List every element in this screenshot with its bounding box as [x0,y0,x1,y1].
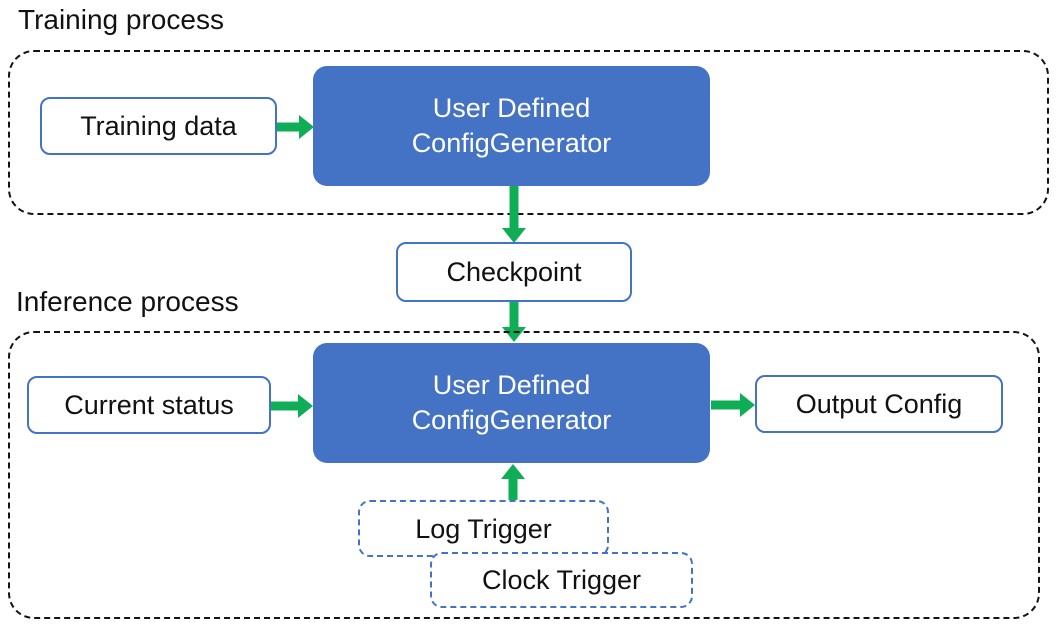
log-trigger-node: Log Trigger [358,500,609,557]
arrow-generator-to-checkpoint [501,186,526,243]
training-data-node: Training data [40,97,277,155]
arrow-head-icon [501,327,526,342]
arrow-shaft [271,401,299,410]
inference-config-generator-line1: User Defined [432,370,591,400]
training-config-generator-line1: User Defined [432,93,591,123]
arrow-head-icon [501,228,526,243]
arrow-generator-to-output-config [711,392,755,417]
arrow-shaft [277,122,300,131]
arrow-shaft [508,478,517,501]
arrow-training-data-to-generator [277,114,314,139]
arrow-shaft [711,400,741,409]
arrow-head-icon [500,464,525,479]
arrow-current-status-to-generator [271,393,313,418]
inference-config-generator-node: User Defined ConfigGenerator [313,343,710,463]
arrow-head-icon [298,393,313,418]
arrow-triggers-to-generator [500,464,525,501]
arrow-shaft [509,186,518,229]
training-config-generator-node: User Defined ConfigGenerator [313,66,710,186]
clock-trigger-node: Clock Trigger [430,552,693,608]
arrow-head-icon [299,114,314,139]
arrow-shaft [509,302,518,328]
current-status-node: Current status [27,376,271,434]
arrow-head-icon [740,392,755,417]
output-config-node: Output Config [755,375,1003,433]
training-process-container [8,50,1049,215]
arrow-checkpoint-to-inference-generator [501,302,526,342]
inference-section-label: Inference process [16,286,239,317]
checkpoint-node: Checkpoint [396,242,632,302]
training-config-generator-line2: ConfigGenerator [411,128,612,158]
training-section-label: Training process [18,4,224,35]
inference-config-generator-line2: ConfigGenerator [411,405,612,435]
inference-process-container [8,331,1040,619]
